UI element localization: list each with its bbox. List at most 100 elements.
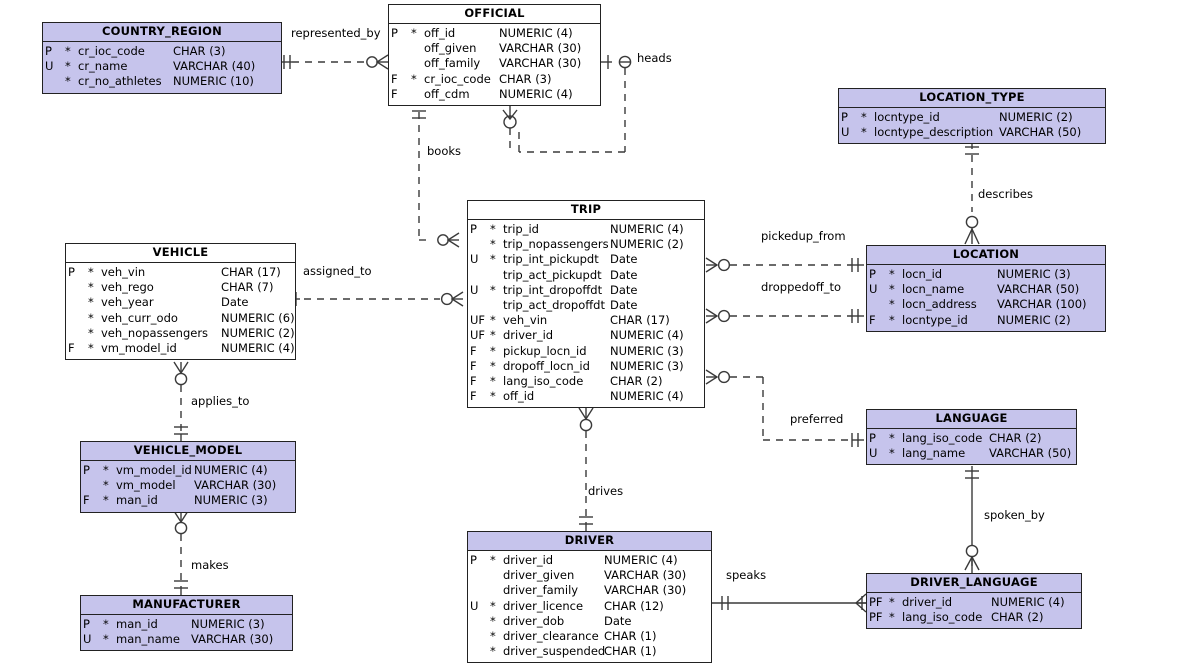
attribute-datatype: VARCHAR (30) bbox=[604, 568, 687, 583]
relationship-line-makes bbox=[173, 510, 189, 595]
entity-title-official: OFFICIAL bbox=[389, 5, 600, 24]
attribute-name: lang_iso_code bbox=[902, 431, 983, 445]
relationship-line-droppedoff_to bbox=[705, 308, 864, 324]
attribute-datatype: CHAR (3) bbox=[173, 44, 226, 58]
relationship-label-spoken_by: spoken_by bbox=[984, 508, 1045, 522]
attribute-mandatory-marker: * bbox=[889, 446, 895, 461]
attribute-name: driver_family bbox=[503, 583, 579, 598]
attribute-mandatory-marker: * bbox=[88, 265, 94, 279]
attribute-key-marker: F bbox=[68, 341, 75, 356]
attribute-mandatory-marker: * bbox=[490, 313, 496, 328]
attribute-name: locn_name bbox=[902, 282, 965, 297]
attribute-datatype: NUMERIC (2) bbox=[997, 312, 1071, 327]
attribute-row[interactable]: driver_given VARCHAR (30) bbox=[468, 568, 711, 583]
attribute-mandatory-marker: * bbox=[490, 644, 496, 659]
attribute-name: trip_act_dropoffdt bbox=[503, 298, 605, 313]
attribute-name: driver_given bbox=[503, 568, 575, 583]
attribute-datatype: NUMERIC (3) bbox=[194, 493, 268, 508]
attribute-key-marker: P bbox=[45, 44, 52, 58]
attribute-name: locn_id bbox=[902, 267, 943, 281]
attribute-datatype: CHAR (2) bbox=[610, 374, 663, 389]
relationship-line-heads bbox=[502, 55, 632, 153]
attribute-name: cr_ioc_code bbox=[78, 44, 145, 58]
attribute-name: off_given bbox=[424, 41, 477, 56]
relationship-label-applies_to: applies_to bbox=[191, 394, 250, 408]
attribute-mandatory-marker: * bbox=[490, 613, 496, 628]
attribute-datatype: VARCHAR (30) bbox=[604, 583, 687, 598]
attribute-datatype: Date bbox=[610, 282, 638, 297]
attribute-key-marker: PF bbox=[869, 595, 883, 609]
attribute-row[interactable]: driver_family VARCHAR (30) bbox=[468, 583, 711, 598]
attribute-name: lang_iso_code bbox=[902, 610, 983, 625]
attribute-mandatory-marker: * bbox=[490, 252, 496, 267]
attribute-mandatory-marker: * bbox=[490, 629, 496, 644]
attribute-name: driver_id bbox=[503, 328, 554, 343]
attribute-name: vm_model_id bbox=[116, 463, 192, 477]
attribute-key-marker: F bbox=[470, 358, 477, 373]
attribute-mandatory-marker: * bbox=[490, 389, 496, 404]
attribute-name: veh_curr_odo bbox=[101, 310, 178, 325]
attribute-name: locntype_description bbox=[874, 125, 994, 140]
